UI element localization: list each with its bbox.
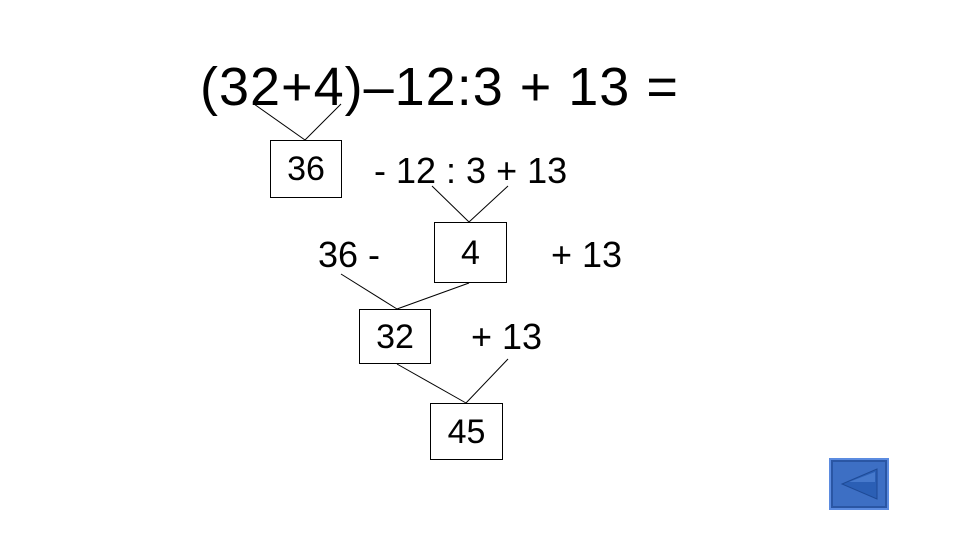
remaining-expression-step3: + 13 — [471, 316, 543, 357]
triangle-left-icon — [840, 468, 878, 500]
back-button[interactable] — [829, 458, 889, 510]
connector-line — [431, 185, 470, 223]
connector-line — [396, 282, 470, 310]
connector-line — [253, 103, 306, 141]
remaining-expression-step1: - 12 : 3 + 13 — [374, 150, 568, 191]
connector-line — [465, 358, 509, 404]
connector-line — [340, 273, 398, 310]
connector-line — [396, 363, 467, 404]
final-result-box: 45 — [430, 403, 503, 460]
left-operand-step2: 36 - — [318, 234, 381, 275]
result-box-32: 32 — [359, 309, 431, 364]
math-expression: (32+4)–12:3 + 13 = — [200, 57, 679, 117]
connector-line — [304, 103, 342, 141]
result-box-4: 4 — [434, 222, 507, 283]
connector-line — [468, 185, 509, 223]
remaining-expression-step2: + 13 — [551, 234, 623, 275]
result-box-36: 36 — [270, 140, 342, 198]
